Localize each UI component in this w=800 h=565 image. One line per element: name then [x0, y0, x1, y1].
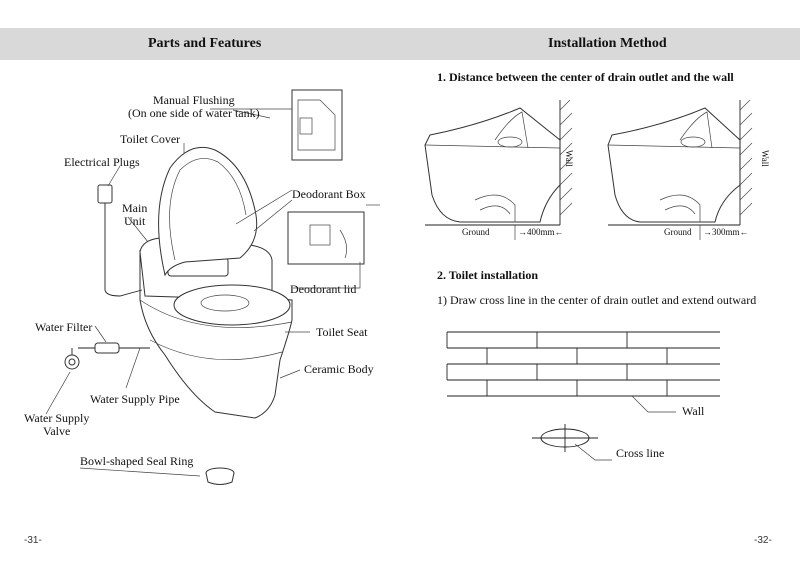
figure-b-distance: 300mm	[712, 227, 740, 237]
figure-b-ground: Ground	[664, 227, 692, 237]
label-electrical-plugs: Electrical Plugs	[64, 155, 140, 169]
figure-a-ground: Ground	[462, 227, 490, 237]
figure-b-wall: Wall	[760, 150, 770, 167]
label-main-unit-line2: Unit	[124, 214, 146, 228]
label-toilet-cover: Toilet Cover	[120, 132, 181, 146]
toilet-cover-shape	[158, 146, 258, 277]
figure-a-wall-hatch	[559, 99, 573, 216]
label-main-unit: Main Unit	[122, 202, 147, 228]
cross-line-diagram	[532, 424, 612, 461]
figure-a-distance: 400mm	[527, 227, 555, 237]
label-water-filter: Water Filter	[35, 320, 93, 334]
label-water-supply-pipe: Water Supply Pipe	[90, 392, 180, 406]
label-manual-flushing-line2: (On one side of water tank)	[128, 106, 260, 120]
figure-b-body	[607, 107, 741, 223]
water-filter-shape	[94, 342, 120, 354]
label-ceramic-body: Ceramic Body	[304, 362, 374, 376]
section2-title: 2. Toilet installation	[437, 268, 539, 282]
label-water-supply-valve-line2: Valve	[43, 424, 71, 438]
figure-b-distance-row: →300mm←	[703, 227, 749, 237]
label-toilet-seat: Toilet Seat	[316, 325, 368, 339]
label-water-supply-valve: Water Supply Valve	[24, 412, 89, 438]
figure-a-arrow-right: ←	[554, 227, 564, 237]
deodorant-box-inset	[287, 211, 365, 265]
figure-b-arrow-right: ←	[739, 227, 749, 237]
label-cross-line: Cross line	[616, 446, 665, 460]
toilet-seat-shape	[173, 284, 291, 326]
figure-b-wall-hatch	[739, 99, 753, 216]
brick-wall	[446, 331, 720, 413]
figure-a-wall: Wall	[564, 150, 574, 167]
page-number-left: -31-	[24, 535, 42, 546]
figure-400mm	[424, 99, 573, 240]
installation-method-title: Installation Method	[548, 36, 667, 51]
figure-300mm	[607, 99, 753, 240]
label-seal-ring: Bowl-shaped Seal Ring	[80, 454, 194, 468]
label-deodorant-box: Deodorant Box	[292, 187, 366, 201]
parts-features-title: Parts and Features	[148, 36, 262, 51]
label-manual-flushing-line1: Manual Flushing	[152, 93, 235, 107]
figure-a-distance-row: →400mm←	[518, 227, 564, 237]
label-manual-flushing: Manual Flushing (On one side of water ta…	[128, 94, 260, 120]
label-main-unit-line1: Main	[122, 201, 148, 215]
section1-title: 1. Distance between the center of drain …	[437, 70, 734, 84]
figure-a-arrow-left: →	[518, 227, 527, 237]
label-water-supply-valve-line1: Water Supply	[24, 411, 90, 425]
label-wall: Wall	[682, 404, 705, 418]
label-deodorant-lid: Deodorant lid	[290, 282, 357, 296]
page-number-right: -32-	[754, 535, 772, 546]
header-band: Parts and Features Installation Method	[0, 28, 800, 60]
step1-text: 1) Draw cross line in the center of drai…	[437, 293, 757, 307]
figure-a-body	[424, 107, 561, 223]
figure-b-arrow-left: →	[703, 227, 712, 237]
